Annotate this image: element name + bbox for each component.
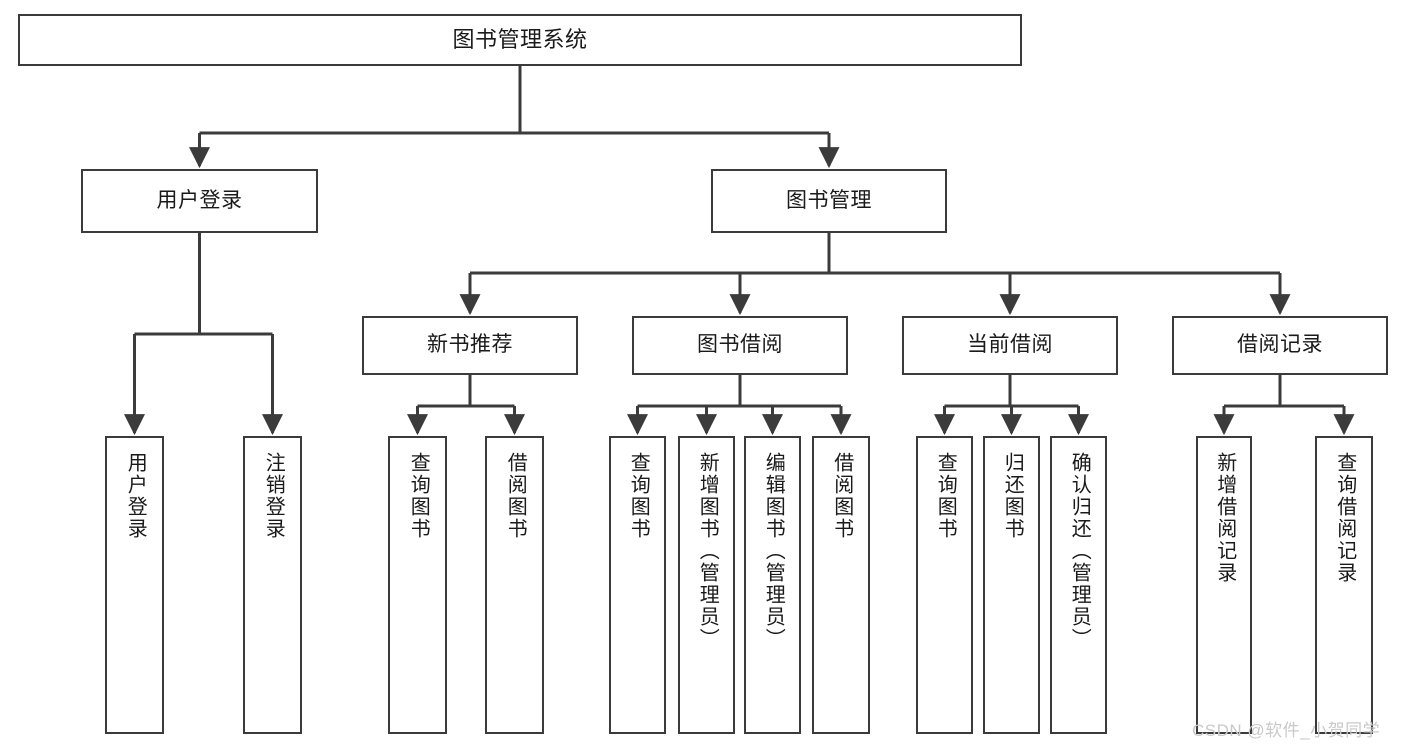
node-leaf-query-record[interactable]: 查询借阅记录 <box>1315 436 1373 734</box>
node-label: 用户登录 <box>156 188 243 212</box>
node-label: 查询图书 <box>627 452 650 540</box>
watermark: CSDN @软件_小贺同学 <box>1192 721 1381 740</box>
node-label: 新增借阅记录 <box>1213 452 1236 584</box>
node-leaf-query-book-3[interactable]: 查询图书 <box>916 436 973 734</box>
node-book-borrow[interactable]: 图书借阅 <box>632 316 848 375</box>
node-new-book-rec[interactable]: 新书推荐 <box>362 316 578 375</box>
node-leaf-add-book[interactable]: 新增图书（管理员） <box>678 436 735 734</box>
node-label: 当前借阅 <box>967 333 1053 357</box>
node-label: 新增图书（管理员） <box>696 452 719 650</box>
node-label: 用户登录 <box>124 452 147 540</box>
node-current-borrow[interactable]: 当前借阅 <box>902 316 1118 375</box>
node-leaf-borrow-book-1[interactable]: 借阅图书 <box>485 436 544 734</box>
node-leaf-add-record[interactable]: 新增借阅记录 <box>1196 436 1252 734</box>
node-label: 注销登录 <box>262 452 285 540</box>
node-user-login[interactable]: 用户登录 <box>81 169 318 233</box>
node-leaf-borrow-book-2[interactable]: 借阅图书 <box>812 436 870 734</box>
node-leaf-query-book-2[interactable]: 查询图书 <box>609 436 666 734</box>
node-label: 确认归还（管理员） <box>1068 452 1091 650</box>
node-leaf-edit-book[interactable]: 编辑图书（管理员） <box>744 436 801 734</box>
node-label: 图书管理系统 <box>452 27 588 53</box>
node-label: 归还图书 <box>1001 452 1024 540</box>
node-leaf-user-logout[interactable]: 注销登录 <box>243 436 302 734</box>
node-leaf-return-book[interactable]: 归还图书 <box>983 436 1040 734</box>
node-label: 查询借阅记录 <box>1333 452 1356 584</box>
node-label: 编辑图书（管理员） <box>762 452 785 650</box>
node-borrow-record[interactable]: 借阅记录 <box>1172 316 1388 375</box>
node-book-manage[interactable]: 图书管理 <box>711 169 947 233</box>
node-label: 图书管理 <box>786 188 872 212</box>
node-label: 借阅记录 <box>1237 333 1323 357</box>
node-leaf-user-login[interactable]: 用户登录 <box>105 436 164 734</box>
node-label: 借阅图书 <box>504 452 527 540</box>
node-label: 新书推荐 <box>427 333 513 357</box>
node-label: 借阅图书 <box>830 452 853 540</box>
node-leaf-confirm-return[interactable]: 确认归还（管理员） <box>1050 436 1107 734</box>
node-label: 图书借阅 <box>697 333 783 357</box>
node-root[interactable]: 图书管理系统 <box>18 14 1022 66</box>
node-label: 查询图书 <box>934 452 957 540</box>
node-label: 查询图书 <box>407 452 430 540</box>
node-leaf-query-book-1[interactable]: 查询图书 <box>388 436 447 734</box>
